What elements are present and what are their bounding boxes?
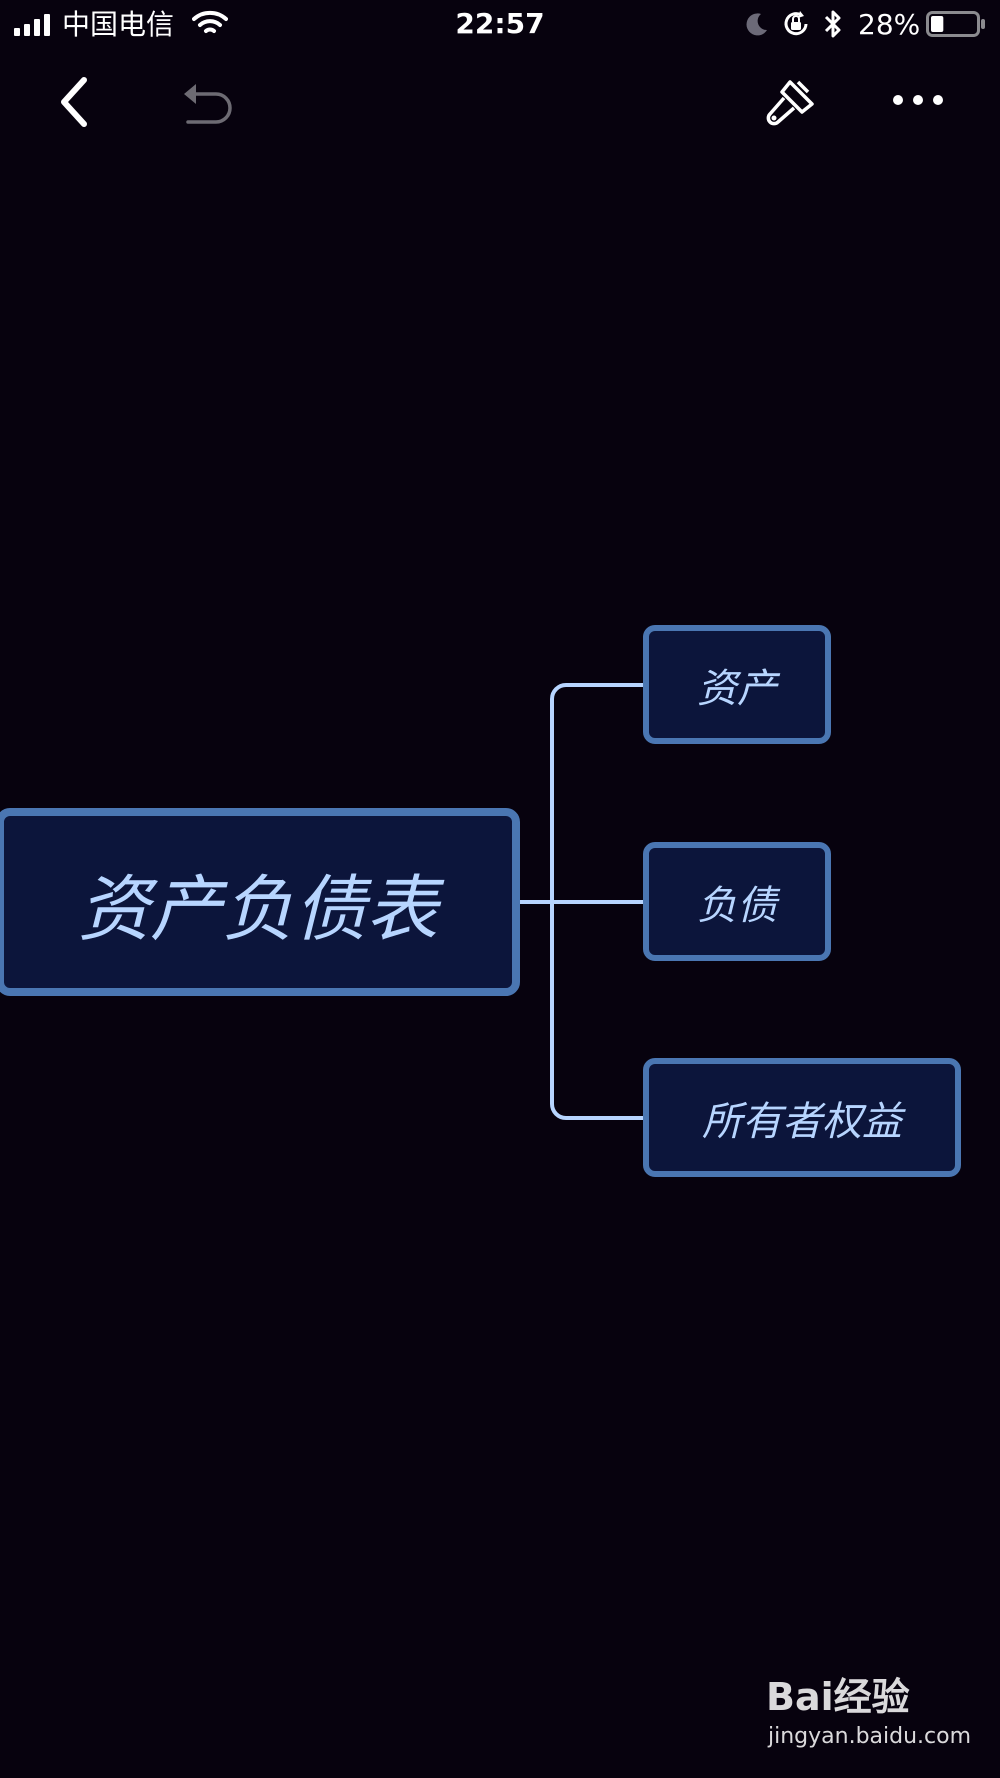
- connector-child-1: [550, 683, 645, 904]
- child-node-label: 负债: [697, 882, 777, 929]
- battery-icon: [926, 11, 985, 37]
- connector-child-3: [550, 900, 645, 1120]
- child-node-label: 资产: [697, 665, 777, 712]
- signal-icon: [14, 14, 50, 36]
- toolbar: [0, 60, 1000, 140]
- brush-icon[interactable]: [764, 74, 820, 130]
- carrier-name: 中国电信: [62, 8, 175, 41]
- undo-icon[interactable]: [180, 76, 236, 126]
- clock: 22:57: [455, 7, 545, 40]
- watermark-url: jingyan.baidu.com: [768, 1724, 972, 1749]
- root-node-label: 资产负债表: [77, 866, 438, 951]
- wifi-icon: [192, 10, 228, 33]
- battery-percent: 28%: [858, 8, 921, 41]
- mindmap-child-node-assets[interactable]: 资产: [643, 625, 831, 744]
- mindmap-child-node-liabilities[interactable]: 负债: [643, 842, 831, 961]
- child-node-label: 所有者权益: [702, 1098, 902, 1145]
- moon-icon: [746, 13, 767, 36]
- mindmap-child-node-equity[interactable]: 所有者权益: [643, 1058, 961, 1177]
- status-bar: 中国电信 22:57 28%: [0, 0, 1000, 50]
- back-icon[interactable]: [52, 74, 96, 130]
- mindmap-root-node[interactable]: 资产负债表: [0, 808, 520, 996]
- baidu-jingyan-watermark: Bai经验 jingyan.baidu.com: [766, 1666, 988, 1766]
- more-icon[interactable]: [890, 88, 946, 112]
- watermark-logo: Bai经验: [766, 1666, 910, 1721]
- bluetooth-icon: [824, 10, 841, 38]
- orientation-lock-icon: [784, 11, 808, 36]
- watermark-logo-text: Bai经验: [766, 1675, 910, 1719]
